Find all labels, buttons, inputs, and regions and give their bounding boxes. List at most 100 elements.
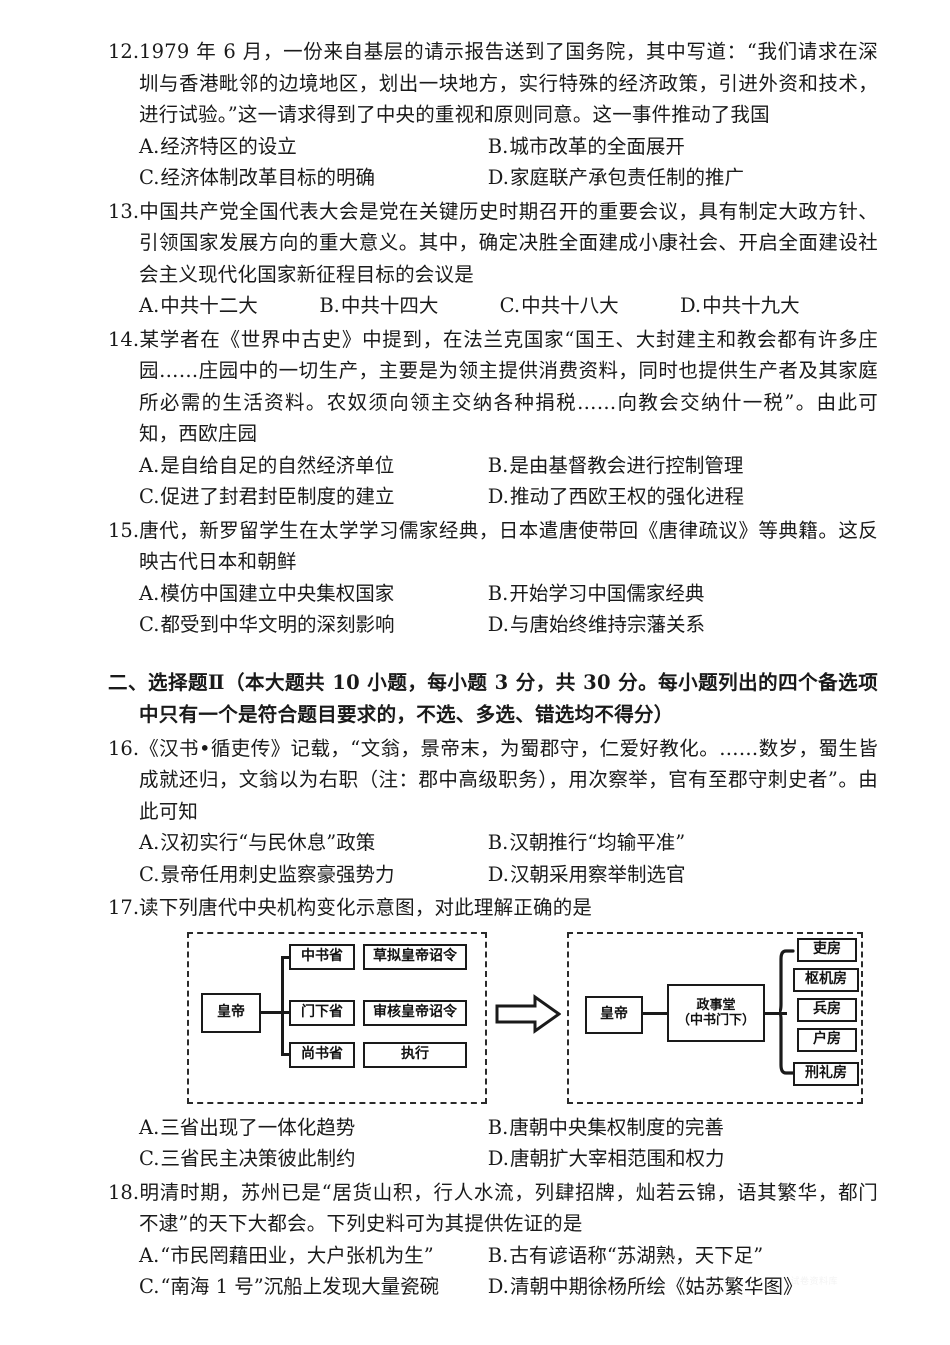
connector-line	[281, 955, 284, 1056]
option-letter: C.	[499, 294, 521, 317]
option-text: “市民罔藉田业，大户张机为生”	[160, 1243, 434, 1267]
option-d[interactable]: D.家庭联产承包责任制的推广	[488, 162, 878, 194]
option-b[interactable]: B.是由基督教会进行控制管理	[488, 450, 878, 482]
option-a[interactable]: A.模仿中国建立中央集权国家	[139, 578, 488, 610]
option-a[interactable]: A.三省出现了一体化趋势	[139, 1112, 488, 1144]
option-letter: D.	[487, 613, 509, 636]
option-letter: A.	[139, 581, 160, 605]
option-b[interactable]: B.唐朝中央集权制度的完善	[488, 1112, 878, 1144]
question-stem: 12.1979 年 6 月，一份来自基层的请示报告送到了国务院，其中写道：“我们…	[108, 40, 878, 126]
option-text: 中共十九大	[702, 294, 800, 317]
option-text: 是自给自足的自然经济单位	[160, 453, 395, 477]
option-text: 家庭联产承包责任制的推广	[509, 166, 744, 189]
option-row: A.是自给自足的自然经济单位 B.是由基督教会进行控制管理	[139, 450, 878, 482]
option-a[interactable]: A.是自给自足的自然经济单位	[139, 450, 488, 482]
option-letter: B.	[487, 453, 509, 477]
option-c[interactable]: C.“南海 1 号”沉船上发现大量瓷碗	[139, 1271, 488, 1303]
option-text: 景帝任用刺史监察豪强势力	[160, 862, 395, 886]
connector-line	[643, 1011, 669, 1015]
option-d[interactable]: D.与唐始终维持宗藩关系	[488, 609, 878, 641]
node-function-review-edicts: 审核皇帝诏令	[363, 999, 467, 1026]
option-a[interactable]: A.经济特区的设立	[139, 131, 488, 163]
node-function-draft-edicts: 草拟皇帝诏令	[363, 943, 467, 970]
option-c[interactable]: C.促进了封君封臣制度的建立	[139, 481, 488, 513]
right-arrow-icon	[495, 993, 562, 1034]
node-xinglifang: 刑礼房	[793, 1061, 859, 1086]
question-number: 14.	[108, 327, 140, 351]
option-text: 推动了西欧王权的强化进程	[509, 485, 744, 508]
question-number: 15.	[108, 518, 140, 542]
connector-line	[281, 1052, 291, 1056]
option-row: C.促进了封君封臣制度的建立 D.推动了西欧王权的强化进程	[139, 481, 878, 513]
section-two-heading: 二、选择题Ⅱ（本大题共 10 小题，每小题 3 分，共 30 分。每小题列出的四…	[108, 670, 878, 726]
question-number: 17.	[108, 896, 140, 919]
node-shujifang: 枢机房	[793, 967, 859, 992]
option-a[interactable]: A.“市民罔藉田业，大户张机为生”	[139, 1240, 488, 1272]
page-content: 12.1979 年 6 月，一份来自基层的请示报告送到了国务院，其中写道：“我们…	[108, 36, 878, 1305]
question-18: 18.明清时期，苏州已是“居货山积，行人水流，列肆招牌，灿若云锦，语其繁华，都门…	[108, 1177, 878, 1303]
option-b[interactable]: B.古有谚语称“苏湖熟，天下足”	[488, 1240, 878, 1272]
option-list: A.汉初实行“与民休息”政策 B.汉朝推行“均输平准” C.景帝任用刺史监察豪强…	[108, 827, 878, 890]
option-text: 模仿中国建立中央集权国家	[160, 581, 395, 605]
option-a[interactable]: A.中共十二大	[139, 290, 319, 322]
question-stem: 17.读下列唐代中央机构变化示意图，对此理解正确的是	[108, 896, 593, 919]
option-c[interactable]: C.中共十八大	[500, 290, 680, 322]
option-letter: B.	[487, 134, 509, 158]
option-b[interactable]: B.中共十四大	[319, 290, 499, 322]
option-d[interactable]: D.汉朝采用察举制选官	[488, 859, 878, 891]
option-letter: C.	[139, 485, 160, 508]
connector-line	[765, 1011, 787, 1015]
option-text: 是由基督教会进行控制管理	[509, 453, 744, 477]
option-text: 中共十八大	[521, 294, 619, 317]
option-d[interactable]: D.中共十九大	[680, 290, 860, 322]
option-letter: A.	[139, 294, 160, 317]
option-text: 唐朝扩大宰相范围和权力	[509, 1147, 725, 1170]
question-17: 17.读下列唐代中央机构变化示意图，对此理解正确的是 皇帝 中书省 门下省 尚书…	[108, 892, 878, 1175]
node-function-execute: 执行	[363, 1041, 467, 1068]
option-letter: B.	[487, 581, 509, 605]
node-shangshusheng: 尚书省	[289, 1041, 355, 1068]
option-c[interactable]: C.经济体制改革目标的明确	[139, 162, 488, 194]
option-c[interactable]: C.都受到中华文明的深刻影响	[139, 609, 488, 641]
page-watermark: 试卷资料库	[790, 1277, 838, 1287]
option-text: 清朝中期徐杨所绘《姑苏繁华图》	[509, 1275, 803, 1298]
option-c[interactable]: C.三省民主决策彼此制约	[139, 1143, 488, 1175]
option-c[interactable]: C.景帝任用刺史监察豪强势力	[139, 859, 488, 891]
option-b[interactable]: B.开始学习中国儒家经典	[488, 578, 878, 610]
question-number: 13.	[108, 199, 140, 223]
option-b[interactable]: B.城市改革的全面展开	[488, 131, 878, 163]
option-letter: D.	[487, 1147, 509, 1170]
node-emperor-right: 皇帝	[585, 995, 643, 1034]
option-text: 城市改革的全面展开	[509, 134, 685, 158]
option-letter: C.	[139, 1147, 160, 1170]
tang-central-government-diagram: 皇帝 中书省 门下省 尚书省 草拟皇帝诏令 审核皇帝诏令 执行	[108, 930, 878, 1108]
option-text: 唐朝中央集权制度的完善	[509, 1115, 724, 1139]
option-row: A.“市民罔藉田业，大户张机为生” B.古有谚语称“苏湖熟，天下足”	[139, 1240, 878, 1272]
option-d[interactable]: D.清朝中期徐杨所绘《姑苏繁华图》	[488, 1271, 878, 1303]
option-letter: C.	[139, 166, 160, 189]
option-text: 经济特区的设立	[160, 134, 297, 158]
option-d[interactable]: D.推动了西欧王权的强化进程	[488, 481, 878, 513]
option-row: A.模仿中国建立中央集权国家 B.开始学习中国儒家经典	[139, 578, 878, 610]
option-letter: A.	[139, 453, 160, 477]
option-text: 与唐始终维持宗藩关系	[509, 613, 705, 636]
option-row: A.汉初实行“与民休息”政策 B.汉朝推行“均输平准”	[139, 827, 878, 859]
question-stem: 15.唐代，新罗留学生在太学学习儒家经典，日本遣唐使带回《唐律疏议》等典籍。这反…	[108, 518, 878, 574]
question-14: 14.某学者在《世界中古史》中提到，在法兰克国家“国王、大封建主和教会都有许多庄…	[108, 324, 878, 513]
node-zhongshusheng: 中书省	[289, 943, 355, 970]
option-letter: A.	[139, 831, 160, 854]
option-list: A.中共十二大 B.中共十四大 C.中共十八大 D.中共十九大	[108, 290, 878, 322]
option-letter: D.	[487, 1275, 509, 1298]
option-row: C.都受到中华文明的深刻影响 D.与唐始终维持宗藩关系	[139, 609, 878, 641]
option-row: C.经济体制改革目标的明确 D.家庭联产承包责任制的推广	[139, 162, 878, 194]
option-d[interactable]: D.唐朝扩大宰相范围和权力	[488, 1143, 878, 1175]
option-text: 汉朝推行“均输平准”	[509, 831, 686, 854]
option-a[interactable]: A.汉初实行“与民休息”政策	[139, 827, 488, 859]
question-stem: 14.某学者在《世界中古史》中提到，在法兰克国家“国王、大封建主和教会都有许多庄…	[108, 327, 878, 446]
option-letter: D.	[487, 485, 509, 508]
option-row: C.“南海 1 号”沉船上发现大量瓷碗 D.清朝中期徐杨所绘《姑苏繁华图》	[139, 1271, 878, 1303]
connector-line	[281, 955, 291, 959]
option-b[interactable]: B.汉朝推行“均输平准”	[488, 827, 878, 859]
option-row: A.三省出现了一体化趋势 B.唐朝中央集权制度的完善	[139, 1112, 878, 1144]
option-letter: B.	[487, 1115, 509, 1139]
